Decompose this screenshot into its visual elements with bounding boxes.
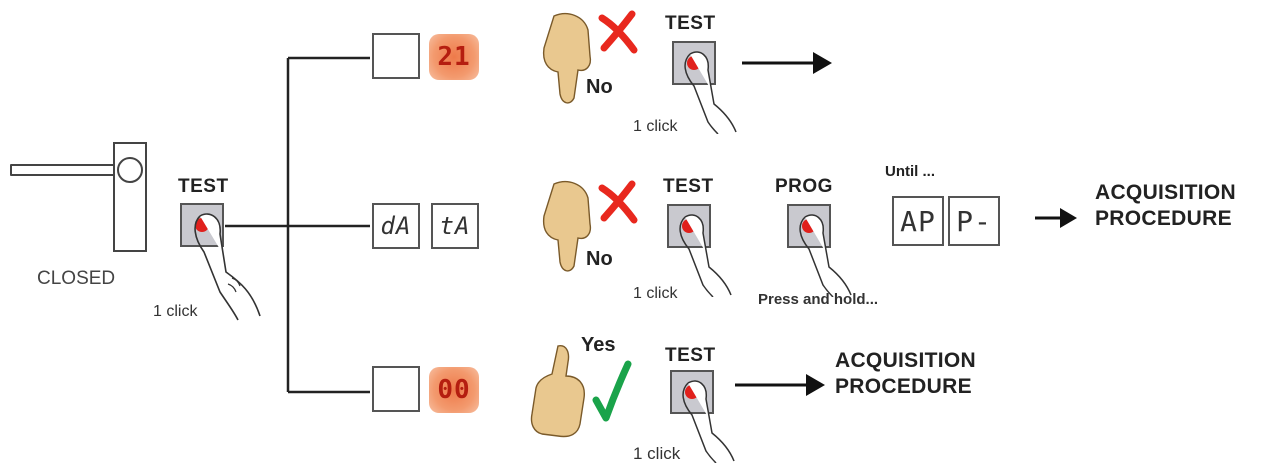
finger-icon: [799, 214, 852, 297]
arrow-bottom-head: [806, 374, 825, 396]
display-digit-left-top: [372, 33, 420, 79]
press-hold-label: Press and hold...: [758, 291, 879, 308]
test-label-bottom: TEST: [665, 345, 716, 366]
finger-icon: [682, 380, 735, 463]
barrier-arm: [10, 164, 120, 176]
answer-middle: No: [586, 248, 613, 270]
outcome-middle-line1: ACQUISITION: [1095, 181, 1236, 204]
answer-top: No: [586, 76, 613, 98]
start-test-label: TEST: [178, 176, 229, 197]
start-click-label: 1 click: [153, 303, 198, 320]
finger-icon: [679, 214, 732, 297]
outcome-middle-line2: PROCEDURE: [1095, 207, 1232, 230]
test-label-top: TEST: [665, 13, 716, 34]
barrier-pivot: [117, 157, 143, 183]
display-digit-left-bottom: [372, 366, 420, 412]
click-label-bottom: 1 click: [633, 444, 681, 463]
click-label-top: 1 click: [633, 118, 678, 135]
display-digit-right-top: 21: [429, 34, 479, 80]
closed-label: CLOSED: [37, 268, 116, 289]
until-label: Until ...: [885, 163, 935, 180]
result-display-right: P-: [948, 196, 1000, 246]
result-display-left: AP: [892, 196, 944, 246]
cross-icon: [598, 180, 638, 224]
thumbs-down-icon: [542, 12, 592, 104]
check-icon: [592, 360, 632, 422]
thumbs-up-icon: [530, 345, 585, 438]
thumbs-down-icon: [542, 180, 592, 272]
display-digit-left-middle: dA: [372, 203, 420, 249]
prog-label: PROG: [775, 176, 833, 197]
click-label-middle: 1 click: [633, 285, 678, 302]
display-digit-right-bottom: 00: [429, 367, 479, 413]
outcome-bottom-line1: ACQUISITION: [835, 349, 976, 372]
answer-bottom: Yes: [581, 334, 616, 356]
cross-icon: [598, 10, 638, 54]
outcome-bottom-line2: PROCEDURE: [835, 375, 972, 398]
arrow-top-head: [813, 52, 832, 74]
test-label-middle: TEST: [663, 176, 714, 197]
finger-icon: [194, 213, 261, 321]
arrow-middle-head: [1060, 208, 1077, 228]
display-digit-right-middle: tA: [431, 203, 479, 249]
finger-icon: [684, 51, 737, 134]
barrier-post: [113, 142, 147, 252]
